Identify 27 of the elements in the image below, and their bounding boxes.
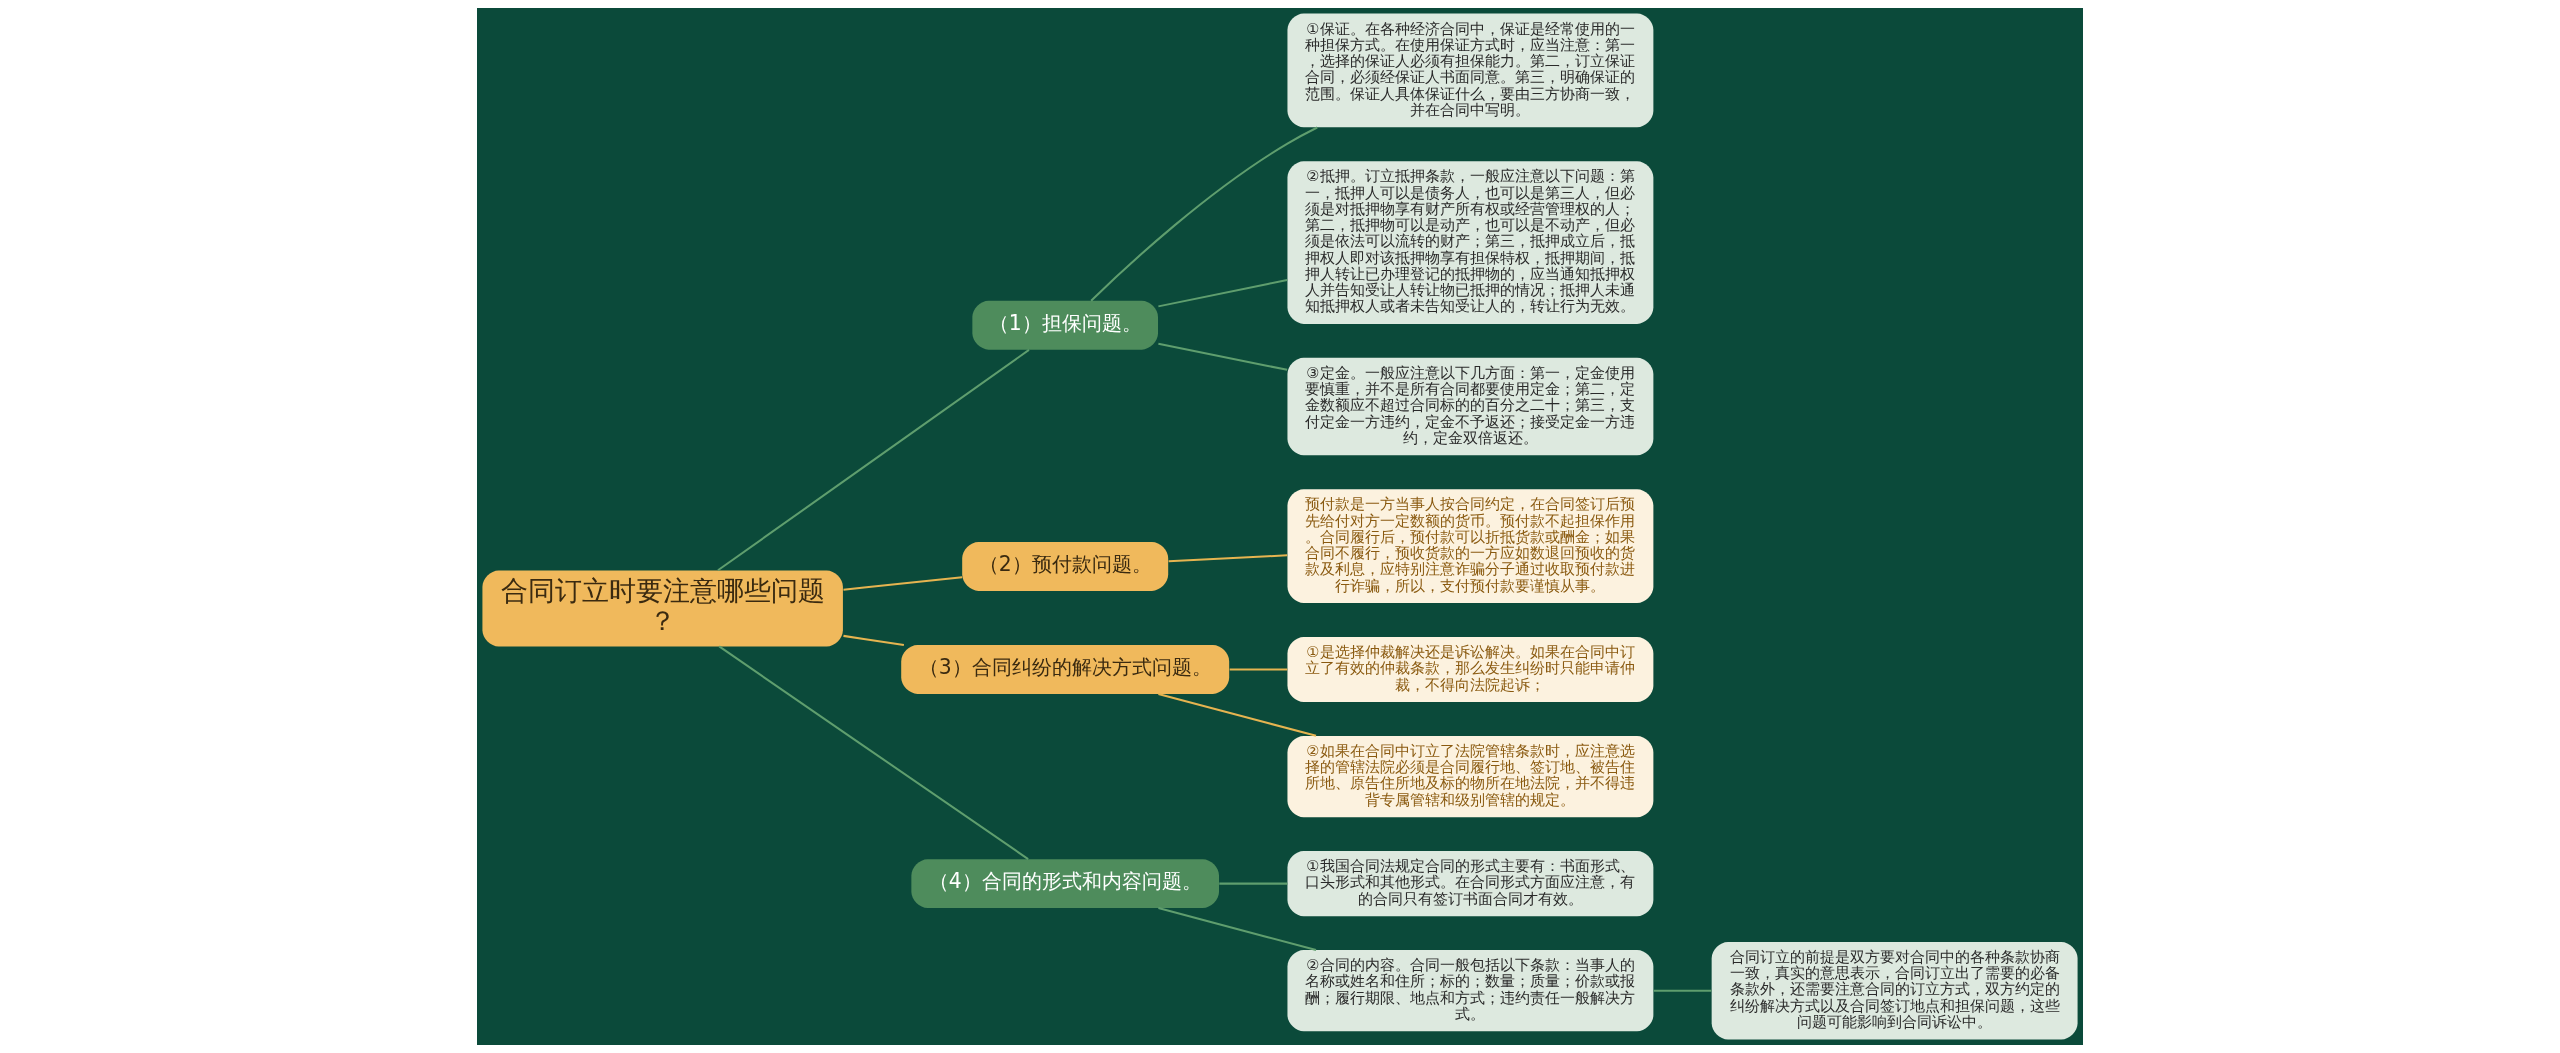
node-box: ①是选择仲裁解决还是诉讼解决。如果在合同中订立了有效的仲裁条款，那么发生纠纷时只能申请仲裁，不得向法院起诉； [1287, 636, 1654, 702]
node-box: ②抵押。订立抵押条款，一般应注意以下问题：第一，抵押人可以是债务人，也可以是第三人，但必须是对抵押物享有财产所有权或经营管理权的人；第二，抵押物可以是动产，也可以是不动产，但必须是依法可以流转的财产；第三，抵押成立后，抵押权人即对该抵押物享有担保特权，抵押期间，抵押人转让已办理登记的抵押物的，应当通知抵押权人并告知受让人转让物已抵押的情况；抵押人未通知抵押权人或者未告知受让人的，转让行为无效。 [1287, 161, 1654, 324]
node-box: 合同订立时要注意哪些问题？ [482, 570, 843, 647]
node-box: （3）合同纠纷的解决方式问题。 [901, 645, 1230, 694]
connector [1653, 989, 1712, 992]
connector [1090, 126, 1318, 302]
connector [1229, 668, 1288, 671]
node-box: ②合同的内容。合同一般包括以下条款：当事人的名称或姓名和住所；标的；数量；质量；价款或报酬；履行期限、地点和方式；违约责任一般解决方式。 [1287, 950, 1654, 1032]
node-box: 预付款是一方当事人按合同约定，在合同签订后预先给付对方一定数额的货币。预付款不起担保作用。合同履行后，预付款可以折抵货款或酬金；如果合同不履行，预收货款的一方应如数退回预收的货款及利息，应特别注意诈骗分子通过收取预付款进行诈骗，所以，支付预付款要谨慎从事。 [1287, 489, 1654, 604]
node-box: （2）预付款问题。 [962, 542, 1169, 591]
connector [717, 349, 1030, 572]
connector [1168, 554, 1288, 563]
node-box: ①我国合同法规定合同的形式主要有：书面形式、口头形式和其他形式。在合同形式方面应注意，有的合同只有签订书面合同才有效。 [1287, 851, 1654, 917]
node-box: （1）担保问题。 [972, 300, 1159, 350]
connector [843, 576, 963, 591]
connector [1219, 882, 1288, 885]
connector [1158, 692, 1317, 737]
connector [843, 634, 905, 647]
connector [1158, 278, 1288, 308]
connector [718, 645, 1029, 860]
node-box: ③定金。一般应注意以下几方面：第一，定金使用要慎重，并不是所有合同都要使用定金；第二，定金数额应不超过合同标的的百分之二十；第三，支付定金一方违约，定金不予返还；接受定金一方违约，定金双倍返还。 [1287, 357, 1654, 456]
node-box: 合同订立的前提是双方要对合同中的各种条款协商一致，真实的意思表示，合同订立出了需要的必备条款外，还需要注意合同的订立方式，双方约定的纠纷解决方式以及合同签订地点和担保问题，这些问题可能影响到合同诉讼中。 [1711, 941, 2078, 1040]
connector [1158, 907, 1317, 951]
node-box: （4）合同的形式和内容问题。 [911, 859, 1219, 908]
connector [1158, 342, 1288, 371]
node-box: ②如果在合同中订立了法院管辖条款时，应注意选择的管辖法院必须是合同履行地、签订地、被告住所地、原告住所地及标的物所在地法院，并不得违背专属管辖和级别管辖的规定。 [1287, 735, 1654, 818]
node-box: ①保证。在各种经济合同中，保证是经常使用的一种担保方式。在使用保证方式时，应当注意：第一，选择的保证人必须有担保能力。第二，订立保证合同，必须经保证人书面同意。第三，明确保证的范围。保证人具体保证什么，要由三方协商一致，并在合同中写明。 [1287, 13, 1654, 128]
